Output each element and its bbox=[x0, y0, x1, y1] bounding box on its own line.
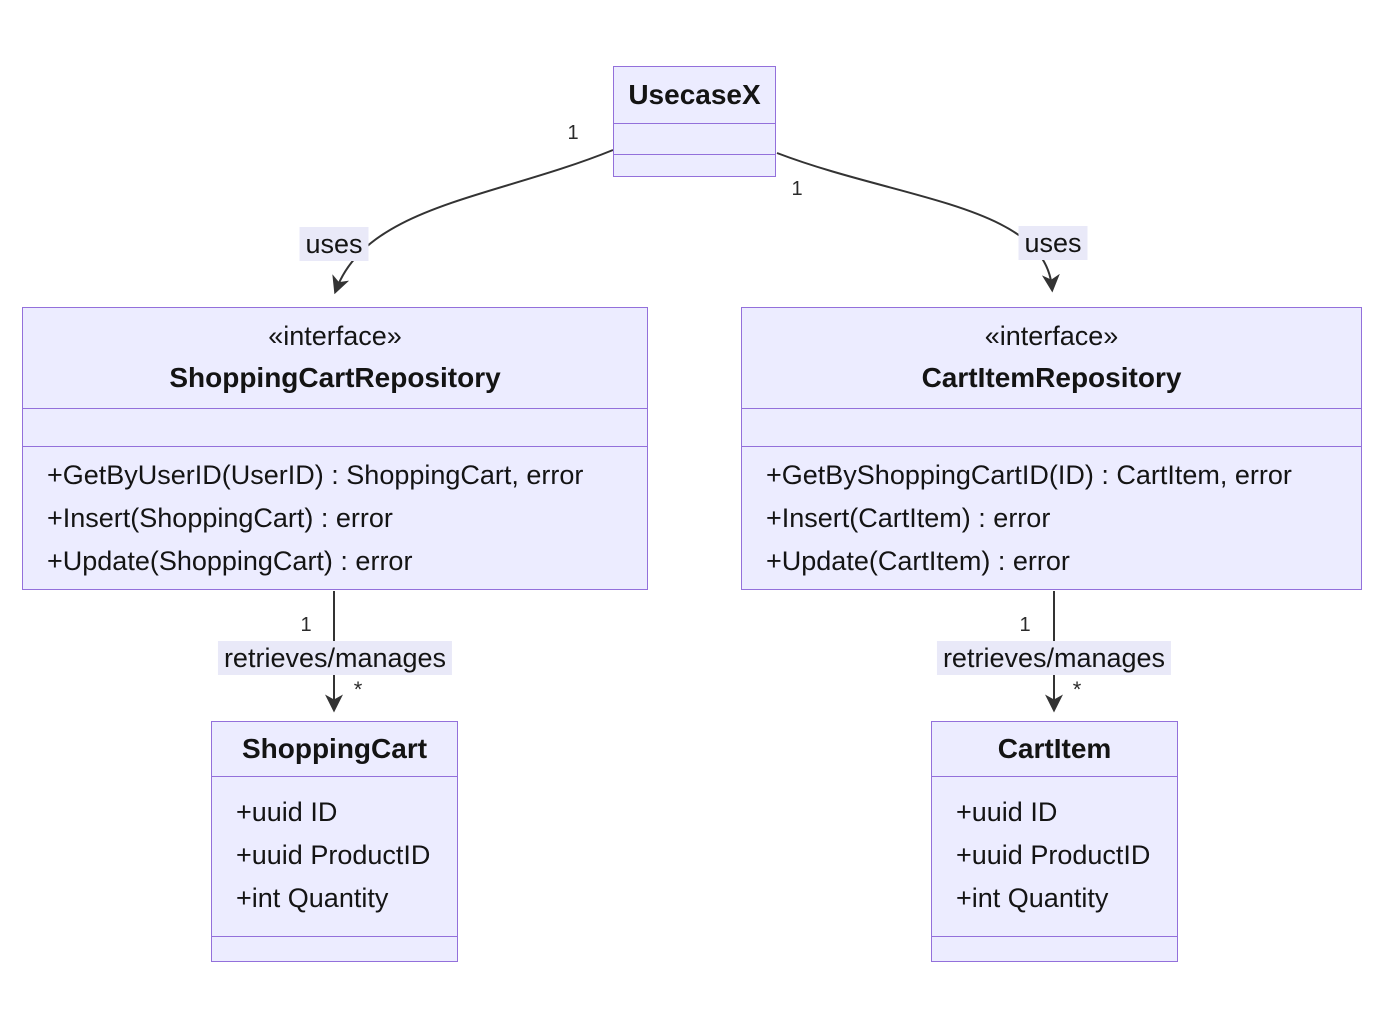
attributes-compartment-empty bbox=[23, 408, 647, 446]
attributes-compartment-empty bbox=[742, 408, 1361, 446]
method-row: +GetByUserID(UserID) : ShoppingCart, err… bbox=[47, 460, 584, 490]
class-name: ShoppingCart bbox=[241, 733, 428, 764]
multiplicity-uses-right-source: 1 bbox=[791, 178, 803, 200]
methods-compartment-empty bbox=[932, 936, 1177, 961]
class-node-usecasex: UsecaseX bbox=[613, 66, 776, 177]
edge-label-uses-right: uses bbox=[1018, 226, 1088, 260]
edge-label-manages-right: retrieves/manages bbox=[936, 641, 1172, 675]
stereotype-annotation: «interface» bbox=[268, 321, 402, 351]
multiplicity-uses-left-source: 1 bbox=[567, 122, 579, 144]
attribute-row: +uuid ProductID bbox=[956, 840, 1151, 870]
multiplicity-manages-left-target: * bbox=[353, 677, 363, 702]
methods-compartment-empty bbox=[614, 154, 775, 174]
attributes-compartment: +uuid ID +uuid ProductID +int Quantity bbox=[212, 776, 457, 936]
edge-label-uses-left: uses bbox=[299, 227, 369, 261]
class-name: CartItemRepository bbox=[921, 362, 1182, 393]
methods-compartment: +GetByUserID(UserID) : ShoppingCart, err… bbox=[23, 446, 647, 583]
class-node-shoppingcartrepository: «interface» ShoppingCartRepository +GetB… bbox=[22, 307, 648, 590]
class-node-cartitemrepository: «interface» CartItemRepository +GetBySho… bbox=[741, 307, 1362, 590]
class-title-compartment: CartItem bbox=[932, 722, 1177, 776]
class-title-compartment: «interface» ShoppingCartRepository bbox=[23, 308, 647, 408]
edge-uses-right bbox=[776, 152, 1060, 293]
class-node-cartitem: CartItem +uuid ID +uuid ProductID +int Q… bbox=[931, 721, 1178, 962]
methods-compartment-empty bbox=[212, 936, 457, 961]
class-name: ShoppingCartRepository bbox=[169, 362, 501, 393]
multiplicity-manages-right-source: 1 bbox=[1019, 614, 1031, 636]
class-title-compartment: UsecaseX bbox=[614, 67, 775, 123]
methods-compartment: +GetByShoppingCartID(ID) : CartItem, err… bbox=[742, 446, 1361, 583]
class-node-shoppingcart: ShoppingCart +uuid ID +uuid ProductID +i… bbox=[211, 721, 458, 962]
class-name: CartItem bbox=[997, 733, 1112, 764]
method-row: +GetByShoppingCartID(ID) : CartItem, err… bbox=[766, 460, 1292, 490]
multiplicity-manages-left-source: 1 bbox=[300, 614, 312, 636]
class-name: UsecaseX bbox=[628, 79, 761, 110]
class-title-compartment: «interface» CartItemRepository bbox=[742, 308, 1361, 408]
class-title-compartment: ShoppingCart bbox=[212, 722, 457, 776]
stereotype-annotation: «interface» bbox=[984, 321, 1119, 351]
attributes-compartment-empty bbox=[614, 123, 775, 154]
attribute-row: +uuid ID bbox=[236, 797, 338, 827]
attributes-compartment: +uuid ID +uuid ProductID +int Quantity bbox=[932, 776, 1177, 936]
method-row: +Update(CartItem) : error bbox=[766, 546, 1070, 576]
edge-uses-left bbox=[332, 149, 614, 295]
method-row: +Update(ShoppingCart) : error bbox=[47, 546, 413, 576]
attribute-row: +int Quantity bbox=[956, 883, 1109, 913]
attribute-row: +int Quantity bbox=[236, 883, 389, 913]
attribute-row: +uuid ID bbox=[956, 797, 1058, 827]
method-row: +Insert(ShoppingCart) : error bbox=[47, 503, 393, 533]
multiplicity-manages-right-target: * bbox=[1072, 677, 1082, 702]
edge-label-manages-left: retrieves/manages bbox=[217, 641, 453, 675]
method-row: +Insert(CartItem) : error bbox=[766, 503, 1051, 533]
attribute-row: +uuid ProductID bbox=[236, 840, 431, 870]
